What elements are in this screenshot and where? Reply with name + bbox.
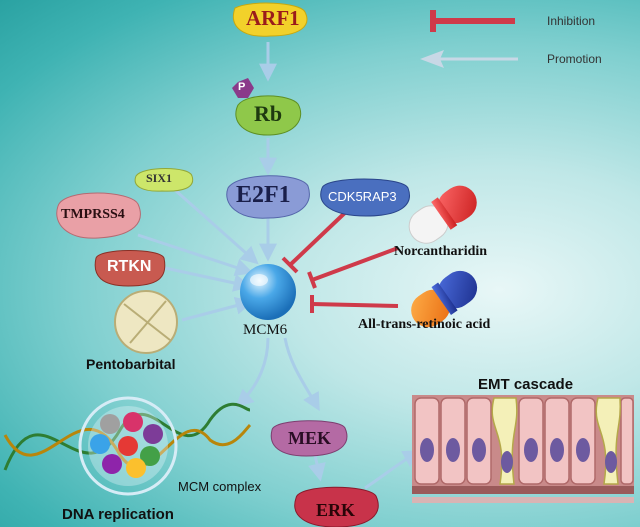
emt-epithelium [412,395,634,503]
legend-promotion-label: Promotion [547,52,602,66]
node-mek: MEK [288,428,331,448]
arrow-pentobarbital-mcm6 [181,296,254,322]
phospho-shape [232,78,254,98]
legend-inhibition-label: Inhibition [547,14,596,28]
pentobarbital-pill-icon [114,290,178,354]
arrow-tmprss4-mcm6 [137,233,254,277]
six1-shape [134,168,194,192]
norcantharidin-capsule-icon [408,185,477,244]
drug-norcantharidin: Norcantharidin [394,244,488,259]
arrow-rtkn-mcm6 [164,266,252,292]
node-e2f1: E2F1 [236,182,291,208]
arf1-shape [233,2,308,37]
emt-cascade-label: EMT cascade [478,376,574,393]
promotion-arrows [137,42,422,490]
inhibition-lines [281,206,399,313]
node-arf1: ARF1 [246,6,300,30]
rb-shape [235,95,302,136]
tmprss4-shape [56,192,141,239]
arrow-mcm6-mcm-complex [235,337,270,408]
arrow-erk-emt [364,450,422,490]
mcm-complex-icon [78,396,178,496]
node-six1: SIX1 [146,171,173,185]
erk-shape [294,486,379,527]
arrow-six1-mcm6 [174,188,259,265]
e2f1-shape [226,175,310,219]
arrow-mcm6-mek [283,337,320,412]
arrow-mek-erk [308,454,326,482]
legend-graphics [420,10,518,68]
node-tmprss4: TMPRSS4 [61,207,125,222]
node-cdk5rap3: CDK5RAP3 [328,189,397,204]
node-rb: Rb [254,101,283,126]
drug-pentobarbital: Pentobarbital [86,356,176,372]
node-erk: ERK [316,500,356,520]
phospho-label: P [238,81,246,93]
dna-replication-label: DNA replication [62,506,174,523]
node-rtkn: RTKN [107,258,152,275]
drug-atra: All-trans-retinoic acid [358,317,491,332]
atra-capsule-icon [411,270,478,328]
rtkn-shape [94,250,166,287]
mcm6-ball [240,264,296,320]
mcm-complex-label: MCM complex [178,479,262,494]
mek-shape [270,420,348,457]
node-mcm6: MCM6 [243,322,288,338]
cdk5rap3-shape [320,178,410,217]
